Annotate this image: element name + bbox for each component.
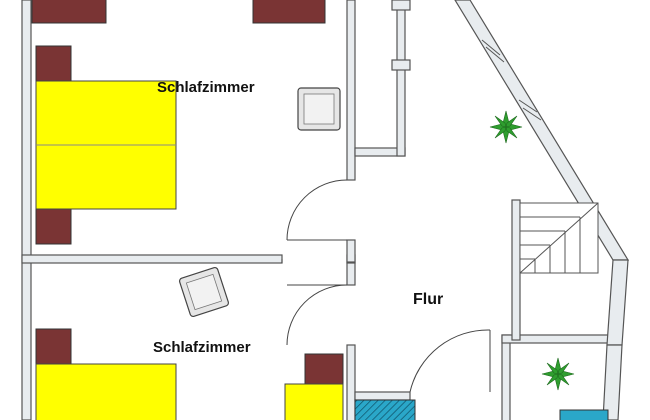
plant-icon <box>541 357 575 391</box>
nightstand-icon <box>304 353 344 385</box>
nightstand-icon <box>252 0 326 24</box>
nightstand-icon <box>31 0 107 24</box>
nightstand-icon <box>35 328 72 366</box>
armchair-icon <box>297 87 341 131</box>
armchair-icon <box>178 266 230 318</box>
walls <box>21 0 613 420</box>
bed-top <box>35 45 177 245</box>
bed-bottom <box>35 328 344 420</box>
bath-fixture <box>559 409 609 420</box>
room-label-hallway: Flur <box>413 291 444 308</box>
nightstand-icon <box>35 207 72 245</box>
room-label-bedroom-bottom: Schlafzimmer <box>153 339 251 356</box>
diagonal-wall <box>454 0 630 420</box>
room-label-bedroom-top: Schlafzimmer <box>157 79 255 96</box>
bed-icon <box>35 363 177 420</box>
plant-icon <box>489 110 523 144</box>
nightstand-icon <box>35 45 72 83</box>
bed-icon <box>284 383 344 420</box>
window-marks <box>481 39 542 121</box>
staircase-icon <box>519 202 599 274</box>
door-swing-icon <box>281 179 491 393</box>
bath-tiles <box>354 399 416 420</box>
